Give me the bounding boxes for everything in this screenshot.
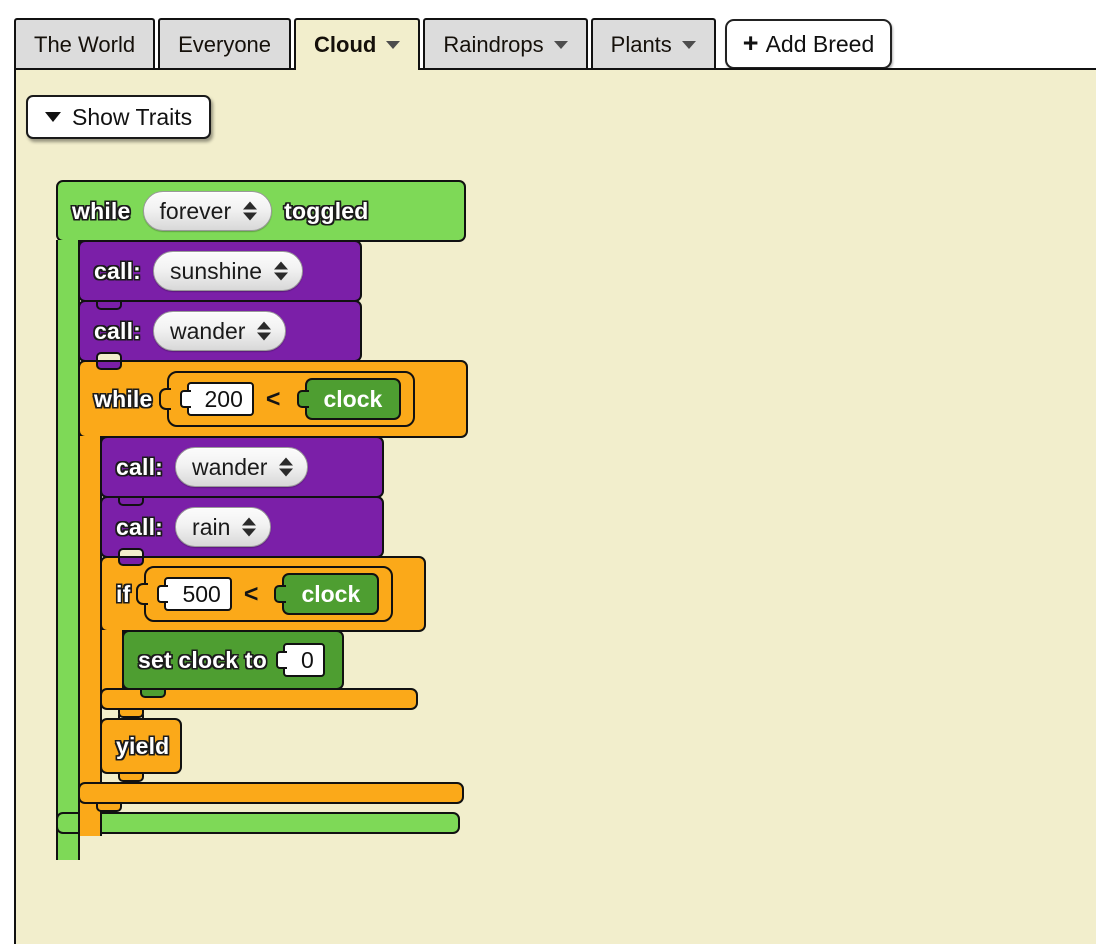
block-if-clock-500-header[interactable]: if 500 < clock: [100, 548, 426, 632]
operator-less-than: <: [243, 579, 259, 608]
forever-dropdown-value: forever: [159, 197, 232, 224]
breed-tab-bar: The World Everyone Cloud Raindrops Plant…: [0, 0, 1096, 70]
sunshine-dropdown-value: sunshine: [170, 257, 263, 284]
while-clock-200-footer: [78, 782, 464, 812]
stack-notch: [96, 352, 122, 360]
show-traits-button[interactable]: Show Traits: [26, 95, 212, 139]
call-keyword: call:: [94, 257, 142, 284]
stack-nub: [96, 804, 122, 812]
block-call-sunshine[interactable]: call: sunshine: [78, 240, 362, 310]
block-canvas[interactable]: Show Traits while forever toggled call:: [14, 68, 1096, 944]
predicate-less-than-200[interactable]: 200 < clock: [166, 371, 416, 427]
stack-nub: [140, 690, 166, 698]
stepper-arrows-icon[interactable]: [279, 457, 294, 477]
tab-cloud[interactable]: Cloud: [294, 18, 421, 70]
tab-the-world[interactable]: The World: [14, 18, 156, 70]
if-clock-500-body[interactable]: set clock to 0: [122, 630, 468, 698]
add-breed-button[interactable]: + Add Breed: [724, 19, 893, 69]
while-forever-spine: [56, 240, 80, 860]
tab-label: Cloud: [314, 32, 377, 57]
tab-everyone[interactable]: Everyone: [158, 18, 292, 70]
stack-nub: [118, 498, 144, 506]
block-while-clock-200-header[interactable]: while 200 < clock: [78, 352, 468, 438]
while-keyword: while: [72, 197, 131, 224]
block-call-wander-inner[interactable]: call: wander: [100, 436, 384, 506]
show-traits-label: Show Traits: [72, 103, 193, 130]
block-call-wander-outer[interactable]: call: wander: [78, 300, 362, 370]
tab-label: Raindrops: [443, 32, 544, 57]
call-keyword: call:: [116, 513, 164, 540]
block-if-clock-500[interactable]: if 500 < clock: [100, 548, 468, 718]
if-keyword: if: [116, 580, 131, 607]
forever-dropdown[interactable]: forever: [142, 191, 273, 231]
sunshine-dropdown[interactable]: sunshine: [153, 251, 304, 291]
predicate-less-than-500[interactable]: 500 < clock: [144, 566, 394, 622]
wander-dropdown[interactable]: wander: [175, 447, 309, 487]
chevron-down-icon[interactable]: [553, 41, 568, 49]
wander-dropdown-value: wander: [170, 317, 246, 344]
block-set-clock[interactable]: set clock to 0: [122, 630, 344, 698]
stepper-arrows-icon[interactable]: [243, 201, 258, 221]
reporter-clock[interactable]: clock: [282, 573, 380, 615]
call-keyword: call:: [94, 317, 142, 344]
block-while-clock-200[interactable]: while 200 < clock call:: [78, 352, 468, 836]
chevron-down-icon[interactable]: [386, 41, 401, 49]
triangle-down-icon: [45, 112, 61, 122]
tab-plants[interactable]: Plants: [590, 18, 716, 70]
tab-label: Everyone: [178, 32, 272, 57]
stack-nub: [118, 558, 144, 566]
stack-notch: [118, 548, 144, 556]
while-keyword: while: [94, 385, 153, 412]
stepper-arrows-icon[interactable]: [274, 261, 289, 281]
yield-keyword: yield: [116, 732, 170, 759]
chevron-down-icon[interactable]: [681, 41, 696, 49]
toggled-keyword: toggled: [284, 197, 369, 224]
tab-label: Plants: [610, 32, 672, 57]
plus-icon: +: [742, 27, 759, 58]
reporter-clock[interactable]: clock: [304, 378, 402, 420]
wander-dropdown-value: wander: [192, 453, 268, 480]
if-clock-500-spine: [100, 630, 124, 692]
stack-nub: [96, 302, 122, 310]
stack-nub: [118, 710, 144, 718]
while-forever-footer: [56, 812, 460, 834]
block-call-rain[interactable]: call: rain: [100, 496, 384, 566]
block-while-forever-header[interactable]: while forever toggled: [56, 180, 466, 242]
number-input-500[interactable]: 500: [164, 577, 232, 611]
tab-raindrops[interactable]: Raindrops: [423, 18, 588, 70]
while-clock-200-spine: [78, 436, 102, 836]
block-script-stack[interactable]: while forever toggled call: sunshine: [56, 180, 468, 860]
block-yield[interactable]: yield: [100, 710, 182, 782]
stack-nub: [118, 774, 144, 782]
while-clock-200-body[interactable]: call: wander call: rain: [100, 436, 468, 782]
number-input-200[interactable]: 200: [186, 382, 254, 416]
stepper-arrows-icon[interactable]: [242, 517, 257, 537]
rain-dropdown-value: rain: [192, 513, 231, 540]
set-clock-label: set clock to: [138, 646, 267, 673]
rain-dropdown[interactable]: rain: [175, 507, 272, 547]
wander-dropdown[interactable]: wander: [153, 311, 287, 351]
while-forever-body[interactable]: call: sunshine call: wander: [78, 240, 468, 836]
tab-label: The World: [34, 32, 136, 57]
operator-less-than: <: [265, 384, 281, 413]
stepper-arrows-icon[interactable]: [257, 321, 272, 341]
stack-nub: [96, 362, 122, 370]
call-keyword: call:: [116, 453, 164, 480]
block-while-forever[interactable]: while forever toggled call: sunshine: [56, 180, 468, 860]
number-input-clock-value[interactable]: 0: [282, 643, 325, 677]
add-breed-label: Add Breed: [765, 30, 875, 57]
